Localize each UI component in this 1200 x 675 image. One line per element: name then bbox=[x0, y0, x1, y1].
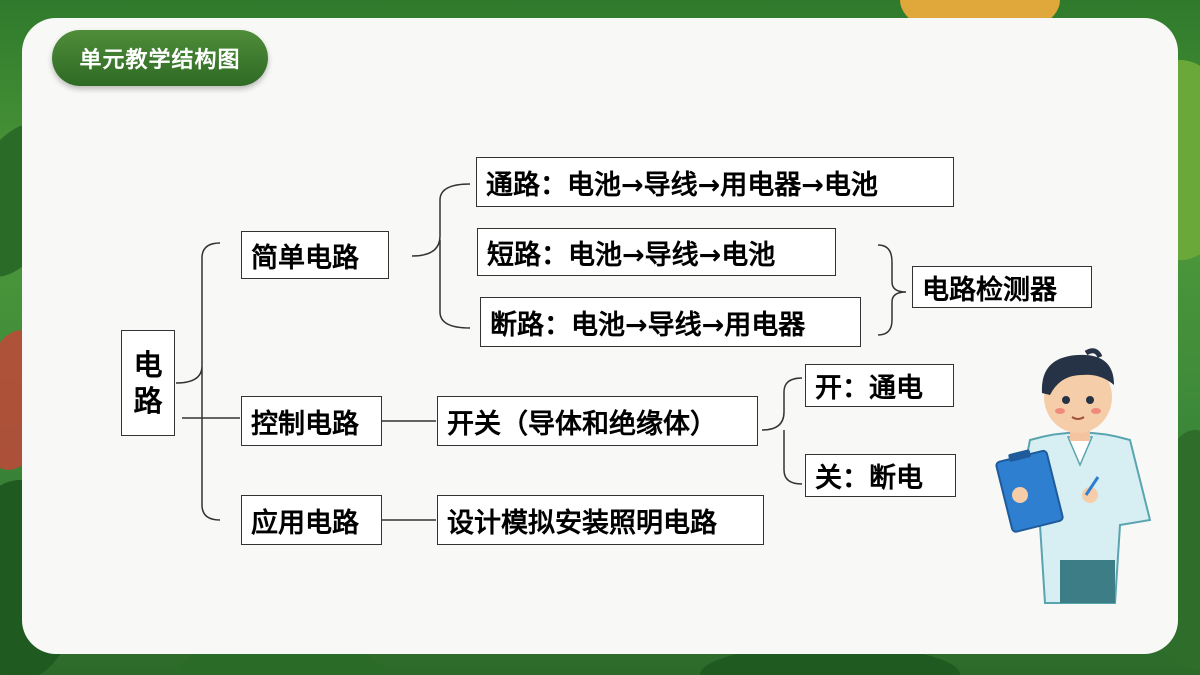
simple-bracket bbox=[411, 183, 471, 329]
slide-title: 单元教学结构图 bbox=[52, 30, 268, 86]
switch-bracket bbox=[761, 377, 803, 485]
root-node-circuit: 电路 bbox=[121, 330, 175, 436]
node-switch-on: 开：通电 bbox=[805, 364, 954, 407]
node-switch-off: 关：断电 bbox=[805, 454, 956, 497]
detector-bracket bbox=[877, 244, 907, 336]
root-char: 电 bbox=[133, 348, 163, 382]
node-closed-circuit: 通路：电池→导线→用电器→电池 bbox=[476, 157, 954, 207]
node-switch: 开关（导体和绝缘体） bbox=[437, 396, 758, 446]
root-label: 电路 bbox=[133, 347, 162, 419]
node-open-circuit: 断路：电池→导线→用电器 bbox=[480, 297, 861, 347]
node-design-lighting: 设计模拟安装照明电路 bbox=[437, 495, 764, 545]
branch-simple-circuit: 简单电路 bbox=[241, 231, 389, 279]
branch-control-circuit: 控制电路 bbox=[241, 396, 382, 446]
branch-application-circuit: 应用电路 bbox=[241, 495, 382, 545]
teacher-illustration bbox=[995, 348, 1152, 604]
root-bracket bbox=[175, 242, 221, 521]
node-short-circuit: 短路：电池→导线→电池 bbox=[477, 228, 836, 276]
root-char: 路 bbox=[133, 384, 163, 418]
node-circuit-detector: 电路检测器 bbox=[912, 266, 1092, 308]
